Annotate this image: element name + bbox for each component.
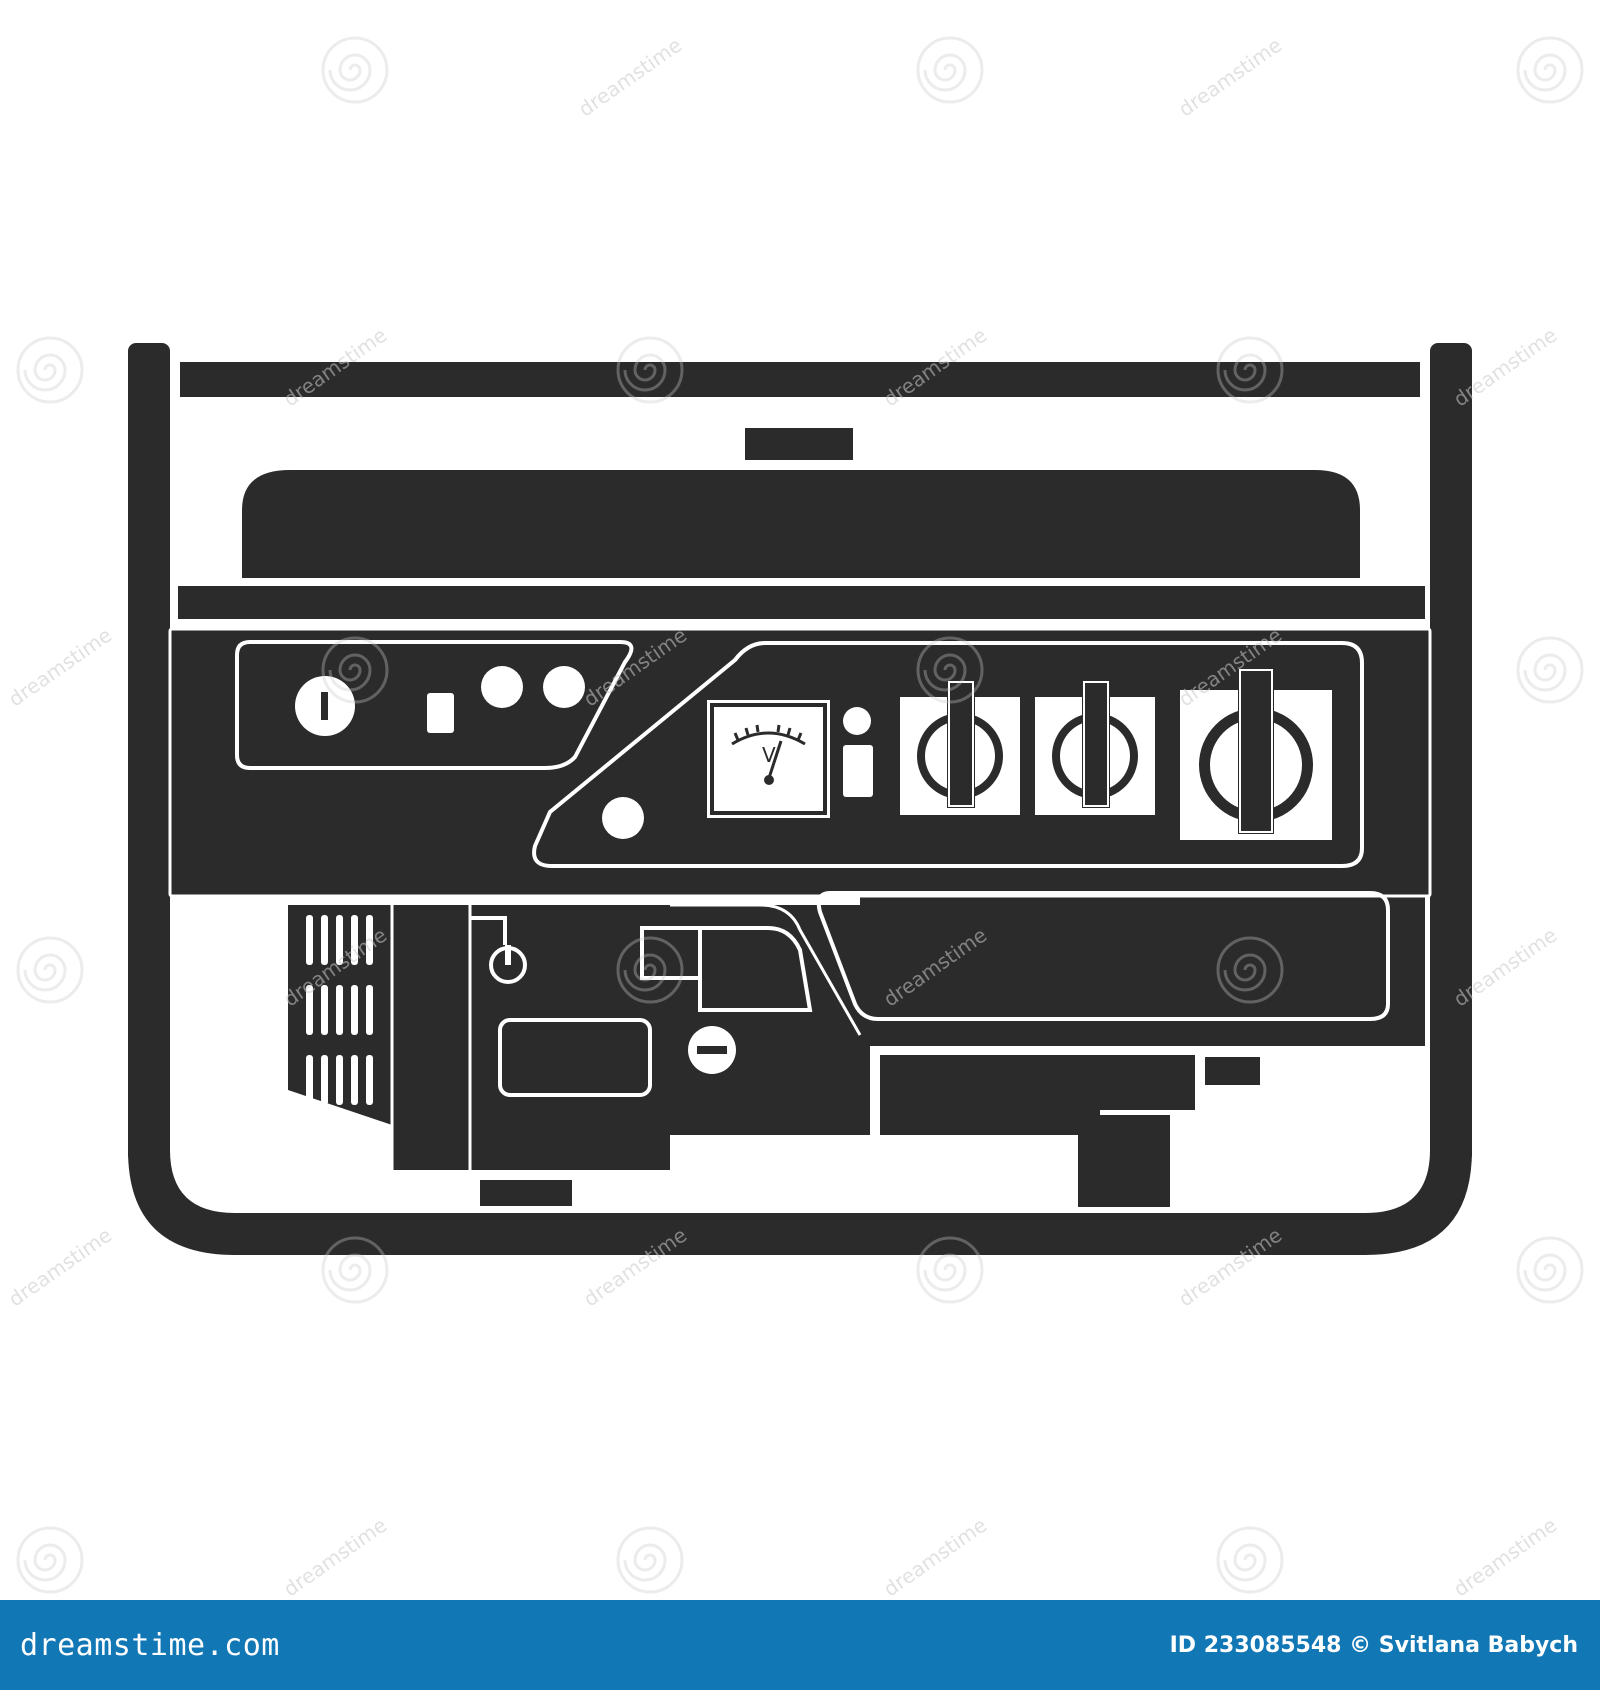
battery-box (880, 1055, 1100, 1135)
control-knob-left (481, 666, 523, 708)
frame-right-rail (1430, 343, 1472, 1163)
mount-tab (1205, 1057, 1260, 1085)
mount-block (1080, 1055, 1195, 1110)
instrument-bezel (532, 641, 1364, 868)
image-credit: ID 233085548 © Svitlana Babych (1169, 1632, 1578, 1658)
engine-foot (480, 1180, 572, 1206)
frame-bottom (128, 1150, 1472, 1255)
air-filter (498, 1018, 652, 1097)
status-led (843, 707, 871, 735)
fuel-tank (242, 470, 1360, 578)
lower-housing (860, 896, 1425, 1046)
reset-button (843, 745, 873, 797)
credit-footer: dreamstime.com ID 233085548 © Svitlana B… (0, 1600, 1600, 1690)
panel-knob (602, 797, 644, 839)
control-knob-right (543, 666, 585, 708)
switch-plate (235, 640, 634, 770)
outlet-2-icon (1035, 680, 1155, 815)
gauge-needle-icon (731, 724, 806, 779)
lower-panel (816, 891, 1390, 1021)
indicator-light (427, 693, 454, 733)
tank-strip (178, 586, 1425, 619)
choke-lever-icon (489, 945, 527, 984)
voltmeter-label: V (762, 743, 776, 767)
support-leg (1078, 1115, 1170, 1207)
alternator (670, 905, 870, 1135)
pull-start-cord (470, 916, 507, 945)
generator-illustration: V (128, 343, 1472, 1255)
cooling-vents (306, 915, 373, 1105)
site-logo: dreamstime.com (20, 1627, 280, 1663)
frame-top-bar (180, 362, 1420, 397)
fuel-cap (745, 428, 853, 460)
voltmeter-face (707, 700, 830, 818)
outlet-1-icon (900, 680, 1020, 815)
frame-left-rail (128, 343, 170, 1163)
outlet-3-icon (1180, 668, 1332, 840)
engine-body (288, 905, 470, 1170)
alternator-cover (698, 926, 813, 1012)
